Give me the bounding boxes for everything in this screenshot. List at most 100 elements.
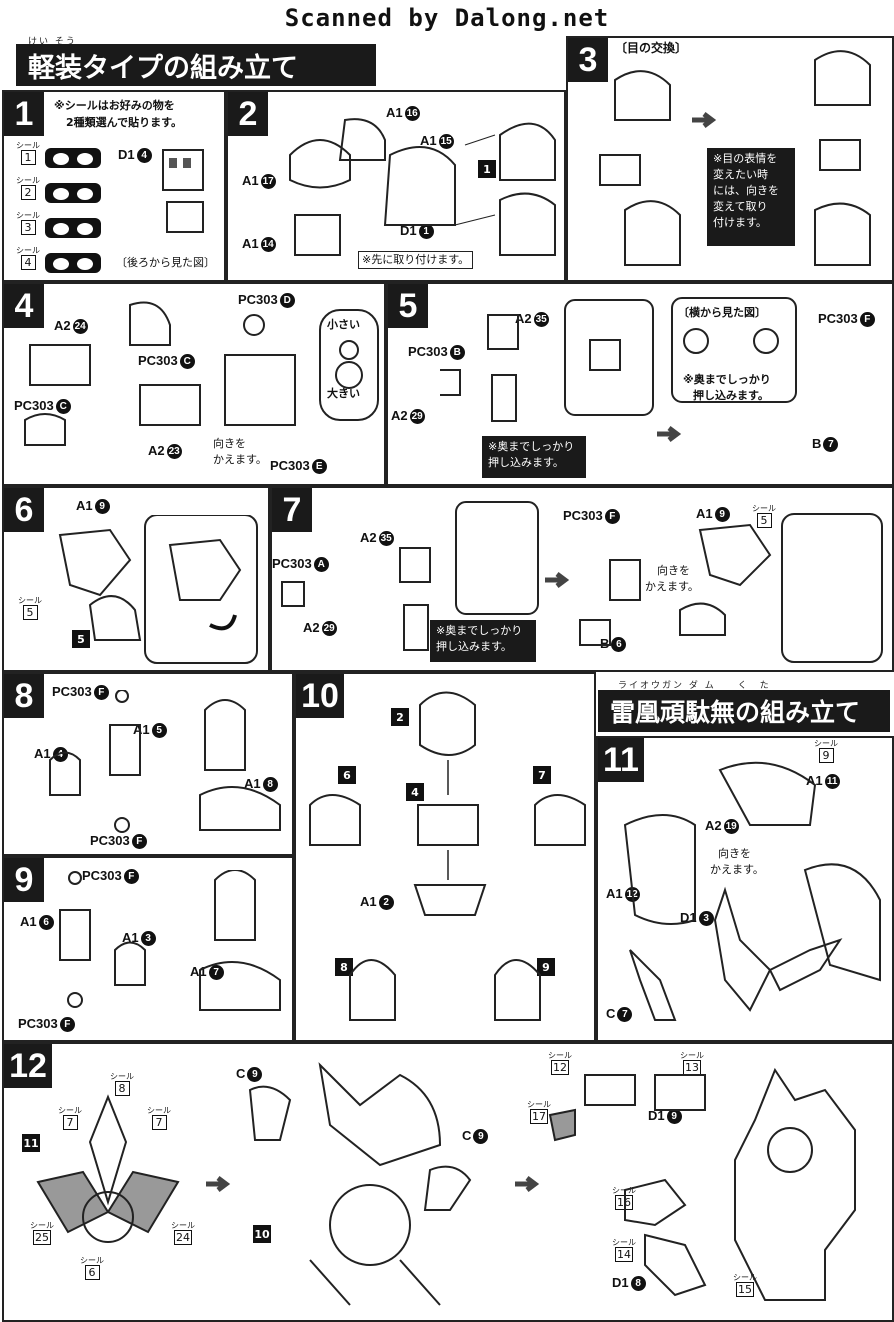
step4-number: 4 <box>4 284 44 328</box>
step4-body-sketch <box>24 301 379 446</box>
step12-flow-arrow-2 <box>515 1176 540 1192</box>
step10-sub-right-arm: 6 <box>338 766 356 784</box>
step5-number: 5 <box>388 284 428 328</box>
step12-sub-helmet: 11 <box>22 1134 40 1152</box>
step5-push-note: ※奥までしっかり押し込みます。 <box>482 436 586 478</box>
step7-panel <box>270 486 894 672</box>
step4-small-label: 小さい <box>327 318 360 331</box>
seal-number: 1 <box>20 150 36 165</box>
seal-word: シール <box>16 176 40 185</box>
step12-flow-arrow-1 <box>206 1176 231 1192</box>
step8-number: 8 <box>4 674 44 718</box>
step4-large-label: 大きい <box>327 387 360 400</box>
step11-turn-note: 向きをかえます。 <box>710 847 764 876</box>
step3-number: 3 <box>568 38 608 82</box>
step2-number: 2 <box>228 92 268 136</box>
step2-panel <box>226 90 566 282</box>
step12-body-sketch <box>248 1062 472 1306</box>
scanner-watermark: Scanned by Dalong.net <box>284 4 610 32</box>
seal-number: 4 <box>20 255 36 270</box>
seal-word: シール <box>16 141 40 150</box>
step5-side-view-box <box>671 297 797 403</box>
step11-number: 11 <box>598 738 644 782</box>
step10-sub-right-leg: 8 <box>335 958 353 976</box>
step11-helmet-sketch <box>623 761 881 1021</box>
step12-helmet-sketch <box>36 1094 180 1243</box>
seal-number: 3 <box>20 220 36 235</box>
step10-sub-body: 4 <box>406 783 424 801</box>
step3-title: 〔目の交換〕 <box>615 41 688 55</box>
section-rai-ruby: ライオウガン ダ ム く た <box>618 681 771 691</box>
step1-eye-seal-art <box>45 218 101 238</box>
step5-panel <box>386 282 894 486</box>
step3-eye-swap-sketch <box>599 70 681 266</box>
step1-note-line1: ※シールはお好みの物を <box>54 99 175 112</box>
step5-side-view-caption: 〔横から見た図〕 <box>678 306 766 319</box>
step6-number: 6 <box>4 488 44 532</box>
seal-word: シール <box>16 246 40 255</box>
step12-number: 12 <box>4 1044 52 1088</box>
step1-eye-seal-art <box>45 253 101 273</box>
step5-leg-sketch <box>440 299 654 422</box>
step9-leg-sketch <box>59 870 281 1011</box>
step2-sub-marker: 1 <box>478 160 496 178</box>
step12-final-sketch <box>548 1067 856 1301</box>
step3-note: ※目の表情を変えたい時には、向きを変えて取り付けます。 <box>707 148 795 246</box>
step5-flow-arrow <box>657 426 682 442</box>
step10-sub-left-leg: 9 <box>537 958 555 976</box>
step10-assembly-sketch <box>309 691 586 1021</box>
step9-number: 9 <box>4 858 44 902</box>
step10-sub-head: 2 <box>391 708 409 726</box>
step7-push-note: ※奥までしっかり押し込みます。 <box>430 620 536 662</box>
step3-flow-arrow <box>692 112 717 128</box>
step1-note-line2: 2種類選んで貼ります。 <box>66 116 183 129</box>
step12-sub-body: 10 <box>253 1225 271 1243</box>
step7-flow-arrow <box>545 572 570 588</box>
step7-turn-note: 向きをかえます。 <box>645 564 699 593</box>
step7-arm-sketch <box>281 501 883 663</box>
section-light-title: 軽装タイプの組み立て <box>16 44 376 86</box>
seal-number: 2 <box>20 185 36 200</box>
